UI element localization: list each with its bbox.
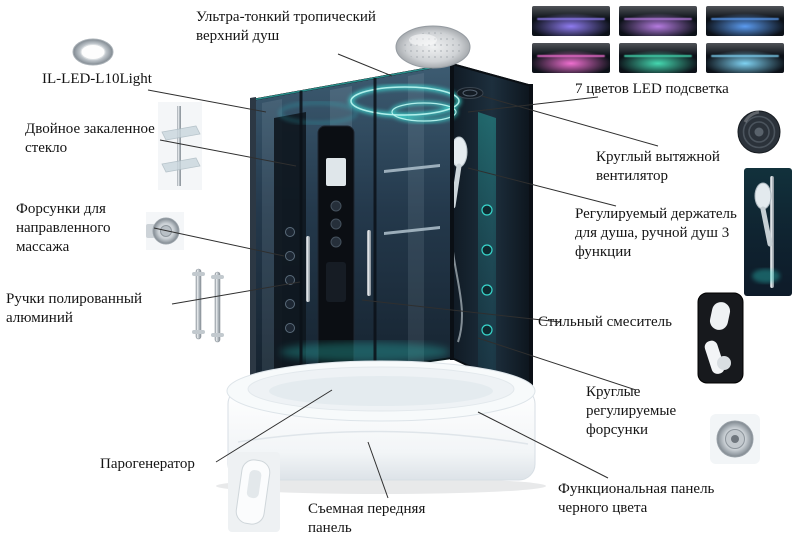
steam-generator-image <box>228 452 280 532</box>
leader-line-removable-panel <box>367 441 389 499</box>
callout-black-panel: Функциональная панель черного цвета <box>558 481 715 517</box>
top-shower-head-image <box>395 25 471 69</box>
mixer-image <box>697 292 744 384</box>
bathtub-base <box>216 360 546 494</box>
led-color-thumbnail <box>706 6 784 36</box>
callout-mixer: Стильный смеситель <box>538 314 673 330</box>
callout-led-light: IL-LED-L10Light <box>42 71 152 87</box>
led-downlight-image <box>72 38 114 66</box>
led-color-thumbnail <box>532 43 610 73</box>
led-color-grid <box>532 6 784 73</box>
control-panel <box>317 125 355 371</box>
door-handle <box>306 236 310 302</box>
callout-removable-front-panel: Съемная передняя панель <box>308 501 426 537</box>
handles-image <box>192 268 224 343</box>
callout-shower-holder: Регулируемый держатель для душа, ручной … <box>575 206 737 261</box>
shower-holder-image <box>744 168 792 296</box>
leader-line-holder <box>467 167 617 207</box>
leader-line-steam <box>215 389 333 463</box>
callout-tempered-glass: Двойное закаленное стекло <box>25 121 155 157</box>
leader-line-black-panel <box>477 411 609 479</box>
leader-line-mixer <box>361 299 561 323</box>
callout-round-jets: Круглые регулируемые форсунки <box>586 384 677 439</box>
leader-line-fan <box>481 95 659 147</box>
led-ceiling-rings <box>251 63 461 124</box>
exhaust-fan-image <box>737 110 781 154</box>
ceiling-fan <box>456 87 484 99</box>
leader-lines <box>147 53 659 499</box>
round-jet-image <box>710 414 760 464</box>
callout-exhaust-fan: Круглый вытяжной вентилятор <box>596 149 720 185</box>
leader-line-handles <box>171 281 301 305</box>
callout-top-shower: Ультра-тонкий тропический верхний душ <box>196 9 376 45</box>
leader-line-top-shower <box>337 53 393 77</box>
led-color-thumbnail <box>619 43 697 73</box>
leader-line-led-colors <box>467 96 599 113</box>
glass-shelf-image <box>158 102 202 190</box>
led-color-thumbnail <box>532 6 610 36</box>
massage-jet-image <box>146 212 184 250</box>
leader-line-led-light <box>147 89 267 113</box>
massage-jets-column <box>274 112 306 380</box>
led-color-thumbnail <box>706 43 784 73</box>
shower-cabin-illustration <box>250 62 533 398</box>
callout-massage-jets: Форсунки для направленного массажа <box>16 201 111 256</box>
callout-handles: Ручки полированный алюминий <box>6 291 142 327</box>
door-handle <box>367 230 371 296</box>
leader-line-massage <box>153 227 285 257</box>
led-color-thumbnail <box>619 6 697 36</box>
callout-led-colors: 7 цветов LED подсветка <box>575 81 729 97</box>
callout-steam-generator: Парогенератор <box>100 456 195 472</box>
leader-line-glass <box>159 139 297 167</box>
leader-line-round-jets <box>477 337 637 391</box>
